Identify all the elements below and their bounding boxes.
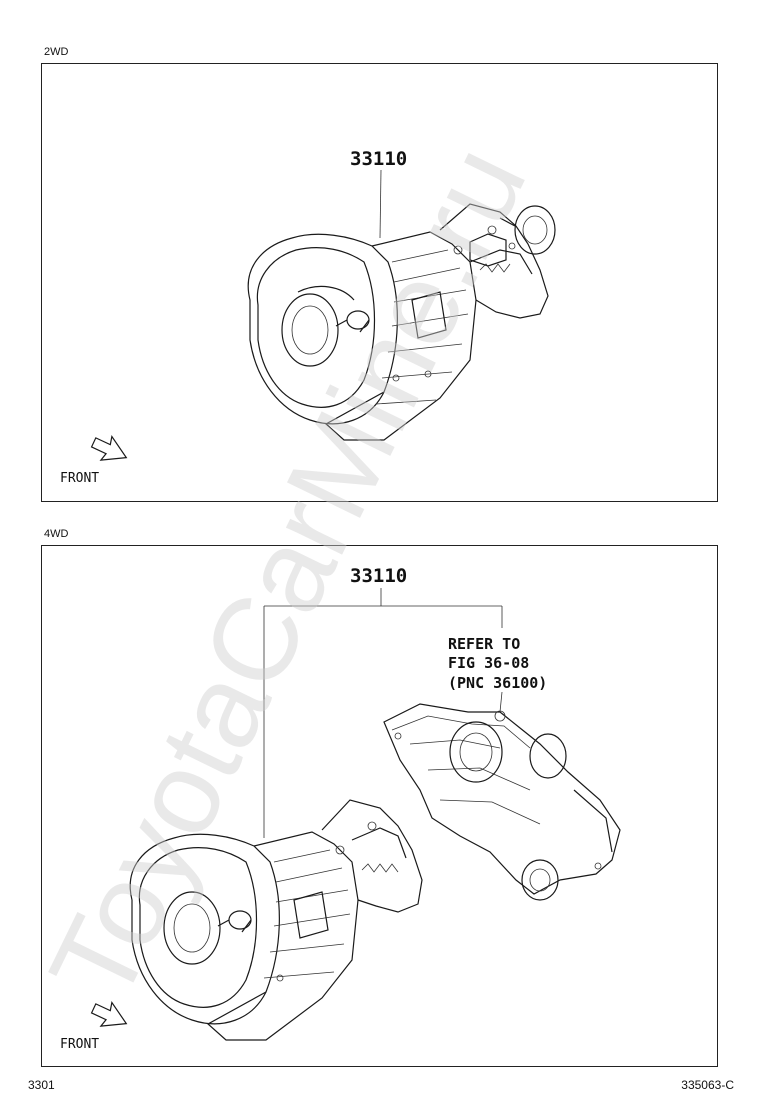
front-arrow-icon: [90, 1001, 128, 1027]
footer-drawing-code: 335063-C: [681, 1078, 734, 1092]
section-label-2wd: 2WD: [44, 46, 69, 58]
refer-note-line-2: FIG 36-08: [448, 654, 529, 672]
section-label-4wd: 4WD: [44, 528, 69, 540]
front-label-2wd: FRONT: [60, 471, 99, 486]
front-label-4wd: FRONT: [60, 1037, 99, 1052]
transmission-drawing-4wd: [129, 703, 621, 1041]
footer-figure-number: 3301: [28, 1078, 55, 1092]
part-number-label-2wd: 33110: [350, 148, 407, 170]
front-arrow-icon: [90, 435, 128, 461]
watermark-text: ToyotaCarMine.ru: [25, 127, 552, 1022]
diagram-panel-2wd: [41, 63, 718, 502]
refer-note-line-1: REFER TO: [448, 635, 520, 653]
refer-note-line-3: (PNC 36100): [448, 674, 547, 692]
assembly-bracket: [263, 588, 503, 838]
transmission-drawing-2wd: [247, 169, 556, 441]
part-number-label-4wd: 33110: [350, 565, 407, 587]
